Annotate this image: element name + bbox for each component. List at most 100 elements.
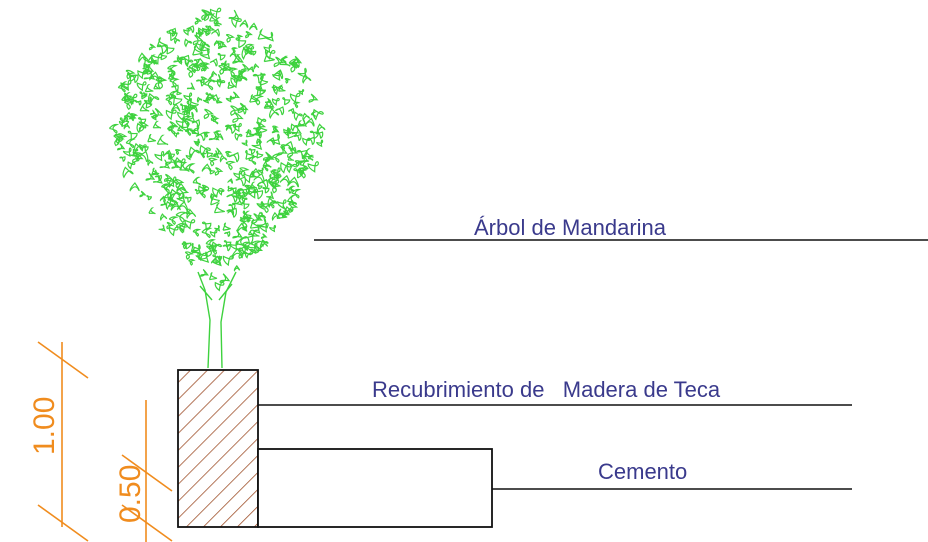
leaf-cluster xyxy=(216,78,226,88)
tree-drawing xyxy=(108,7,326,369)
leaf-cluster xyxy=(119,156,126,162)
leaf-cluster xyxy=(186,208,197,220)
leaf-cluster xyxy=(123,122,131,130)
leaf-cluster xyxy=(280,56,289,64)
dimension-total-text: 1.00 xyxy=(28,397,61,455)
covering-label: Recubrimiento de Madera de Teca xyxy=(372,377,721,402)
leaf-cluster xyxy=(184,251,194,260)
leaf-cluster xyxy=(113,134,125,147)
leaf-cluster xyxy=(257,184,263,190)
leaf-cluster xyxy=(144,84,154,93)
leaf-cluster xyxy=(181,242,190,250)
leaf-cluster xyxy=(193,58,200,65)
leaf-cluster xyxy=(138,52,149,63)
leaf-cluster xyxy=(255,82,263,90)
leaf-cluster xyxy=(176,89,182,96)
tree-trunk xyxy=(197,271,237,369)
leaf-cluster xyxy=(258,87,267,96)
leaf-cluster xyxy=(297,167,310,179)
leaf-cluster xyxy=(214,21,220,27)
leaf-cluster xyxy=(269,108,280,120)
leaf-cluster xyxy=(231,47,239,54)
leaf-cluster xyxy=(136,122,147,134)
leaf-cluster xyxy=(188,98,199,109)
leaf-cluster xyxy=(181,115,193,127)
leaf-cluster xyxy=(245,129,252,136)
leaf-cluster xyxy=(201,43,210,52)
leaf-cluster xyxy=(179,224,188,233)
leaf-cluster xyxy=(184,111,196,123)
leaf-cluster xyxy=(185,208,192,215)
leaf-cluster xyxy=(256,138,263,146)
leaf-cluster xyxy=(288,107,295,115)
leaf-cluster xyxy=(275,173,282,180)
leaf-cluster xyxy=(171,30,179,37)
leaf-cluster xyxy=(191,119,201,128)
leaf-cluster xyxy=(307,161,319,173)
leaf-cluster xyxy=(222,255,234,267)
leaf-cluster xyxy=(220,62,230,71)
leaf-cluster xyxy=(260,233,268,239)
leaf-cluster xyxy=(129,74,139,84)
leaf-cluster xyxy=(122,147,132,157)
leaf-cluster xyxy=(271,211,281,222)
leaf-cluster xyxy=(247,229,255,236)
leaf-cluster xyxy=(200,63,210,72)
leaf-cluster xyxy=(229,240,239,251)
leaf-cluster xyxy=(214,167,224,176)
leaf-cluster xyxy=(141,91,148,98)
tree-label: Árbol de Mandarina xyxy=(474,215,667,240)
leaf-cluster xyxy=(214,281,225,292)
leaf-cluster xyxy=(199,144,211,157)
leaf-cluster xyxy=(171,84,179,92)
leaf-cluster xyxy=(159,159,171,169)
leaf-cluster xyxy=(269,201,278,209)
leaf-cluster xyxy=(178,54,190,66)
leaf-cluster xyxy=(214,130,222,137)
leaf-cluster xyxy=(277,199,287,210)
leaf-cluster xyxy=(154,150,165,162)
leaf-cluster xyxy=(129,182,140,192)
leaf-cluster xyxy=(197,251,207,262)
leaf-cluster xyxy=(139,91,148,100)
leaf-cluster xyxy=(211,70,218,78)
leaf-cluster xyxy=(195,252,201,260)
leaf-cluster xyxy=(236,34,244,41)
leaf-cluster xyxy=(282,97,291,106)
leaf-cluster xyxy=(194,17,203,25)
leaf-cluster xyxy=(212,73,223,84)
leaf-cluster xyxy=(162,184,173,194)
leaf-cluster xyxy=(174,37,181,45)
leaf-cluster xyxy=(208,94,219,104)
leaf-cluster xyxy=(245,149,255,160)
leaf-cluster xyxy=(225,124,232,132)
leaf-cluster xyxy=(269,224,277,233)
leaf-cluster xyxy=(287,176,300,188)
leaf-cluster xyxy=(165,109,177,121)
leaf-cluster xyxy=(184,38,193,48)
leaf-cluster xyxy=(212,254,223,264)
leaf-cluster xyxy=(259,222,269,233)
leaf-cluster xyxy=(225,160,236,171)
leaf-cluster xyxy=(289,92,301,104)
leaf-cluster xyxy=(190,242,200,253)
leaf-cluster xyxy=(147,133,157,143)
leaf-cluster xyxy=(173,131,180,138)
leaf-cluster xyxy=(192,228,202,237)
leaf-cluster xyxy=(137,69,147,80)
leaf-cluster xyxy=(153,82,161,90)
leaf-cluster xyxy=(243,235,254,246)
leaf-cluster xyxy=(296,149,308,160)
leaf-cluster xyxy=(210,150,220,159)
leaf-cluster xyxy=(253,63,260,70)
leaf-cluster xyxy=(196,78,205,87)
leaf-cluster xyxy=(209,194,220,206)
leaf-cluster xyxy=(256,150,264,159)
leaf-cluster xyxy=(166,151,175,160)
leaf-cluster xyxy=(230,69,242,82)
leaf-cluster xyxy=(257,123,268,134)
leaf-cluster xyxy=(268,173,278,184)
leaf-cluster xyxy=(252,73,264,84)
leaf-cluster xyxy=(153,174,163,184)
